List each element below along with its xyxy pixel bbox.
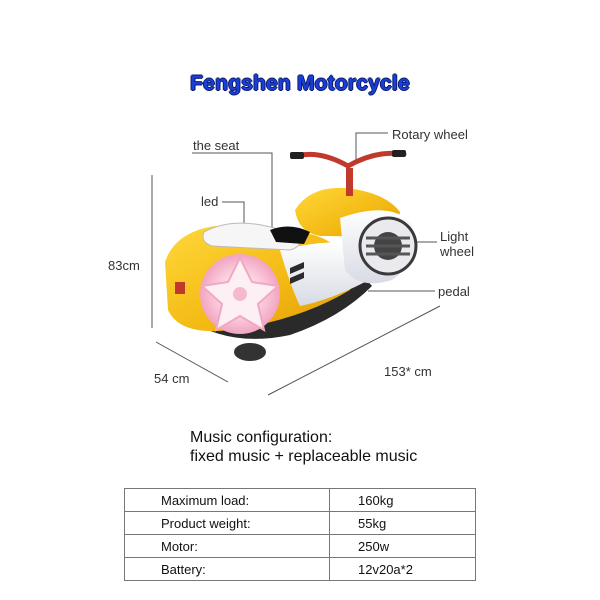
table-row: Battery: 12v20a*2 [124,557,476,581]
height-label: 83cm [108,258,140,273]
spec-table: Maximum load: 160kg Product weight: 55kg… [124,488,476,581]
light-wheel-label-line2: wheel [440,244,474,259]
page-title: Fengshen Motorcycle [190,72,410,95]
seat-label: the seat [193,138,240,153]
spec-value: 12v20a*2 [329,557,476,581]
table-row: Maximum load: 160kg [124,488,476,512]
table-row: Motor: 250w [124,534,476,558]
led-light-pattern [199,254,281,334]
length-dimension-line [267,305,441,396]
spec-label: Motor: [124,534,330,558]
spec-value: 160kg [329,488,476,512]
led-leader-line [222,201,245,226]
light-wheel-label-line1: Light [440,229,469,244]
spec-label: Maximum load: [124,488,330,512]
motorcycle-illustration [165,150,418,361]
spec-value: 55kg [329,511,476,535]
music-configuration: Music configuration: fixed music + repla… [190,428,417,466]
table-row: Product weight: 55kg [124,511,476,535]
music-heading: Music configuration: [190,429,333,446]
light-wheel-label: Light wheel [440,229,474,259]
width-dimension-line [155,341,229,383]
spec-label: Product weight: [124,511,330,535]
spec-label: Battery: [124,557,330,581]
spec-value: 250w [329,534,476,558]
length-label: 153* cm [384,364,432,379]
music-detail: fixed music + replaceable music [190,448,418,465]
led-label: led [201,194,219,209]
rotary-wheel-label: Rotary wheel [392,127,468,142]
rotary-wheel-leader-line [355,132,388,160]
pedal-label: pedal [438,284,470,299]
seat-leader-line [192,152,273,232]
width-label: 54 cm [154,371,190,386]
